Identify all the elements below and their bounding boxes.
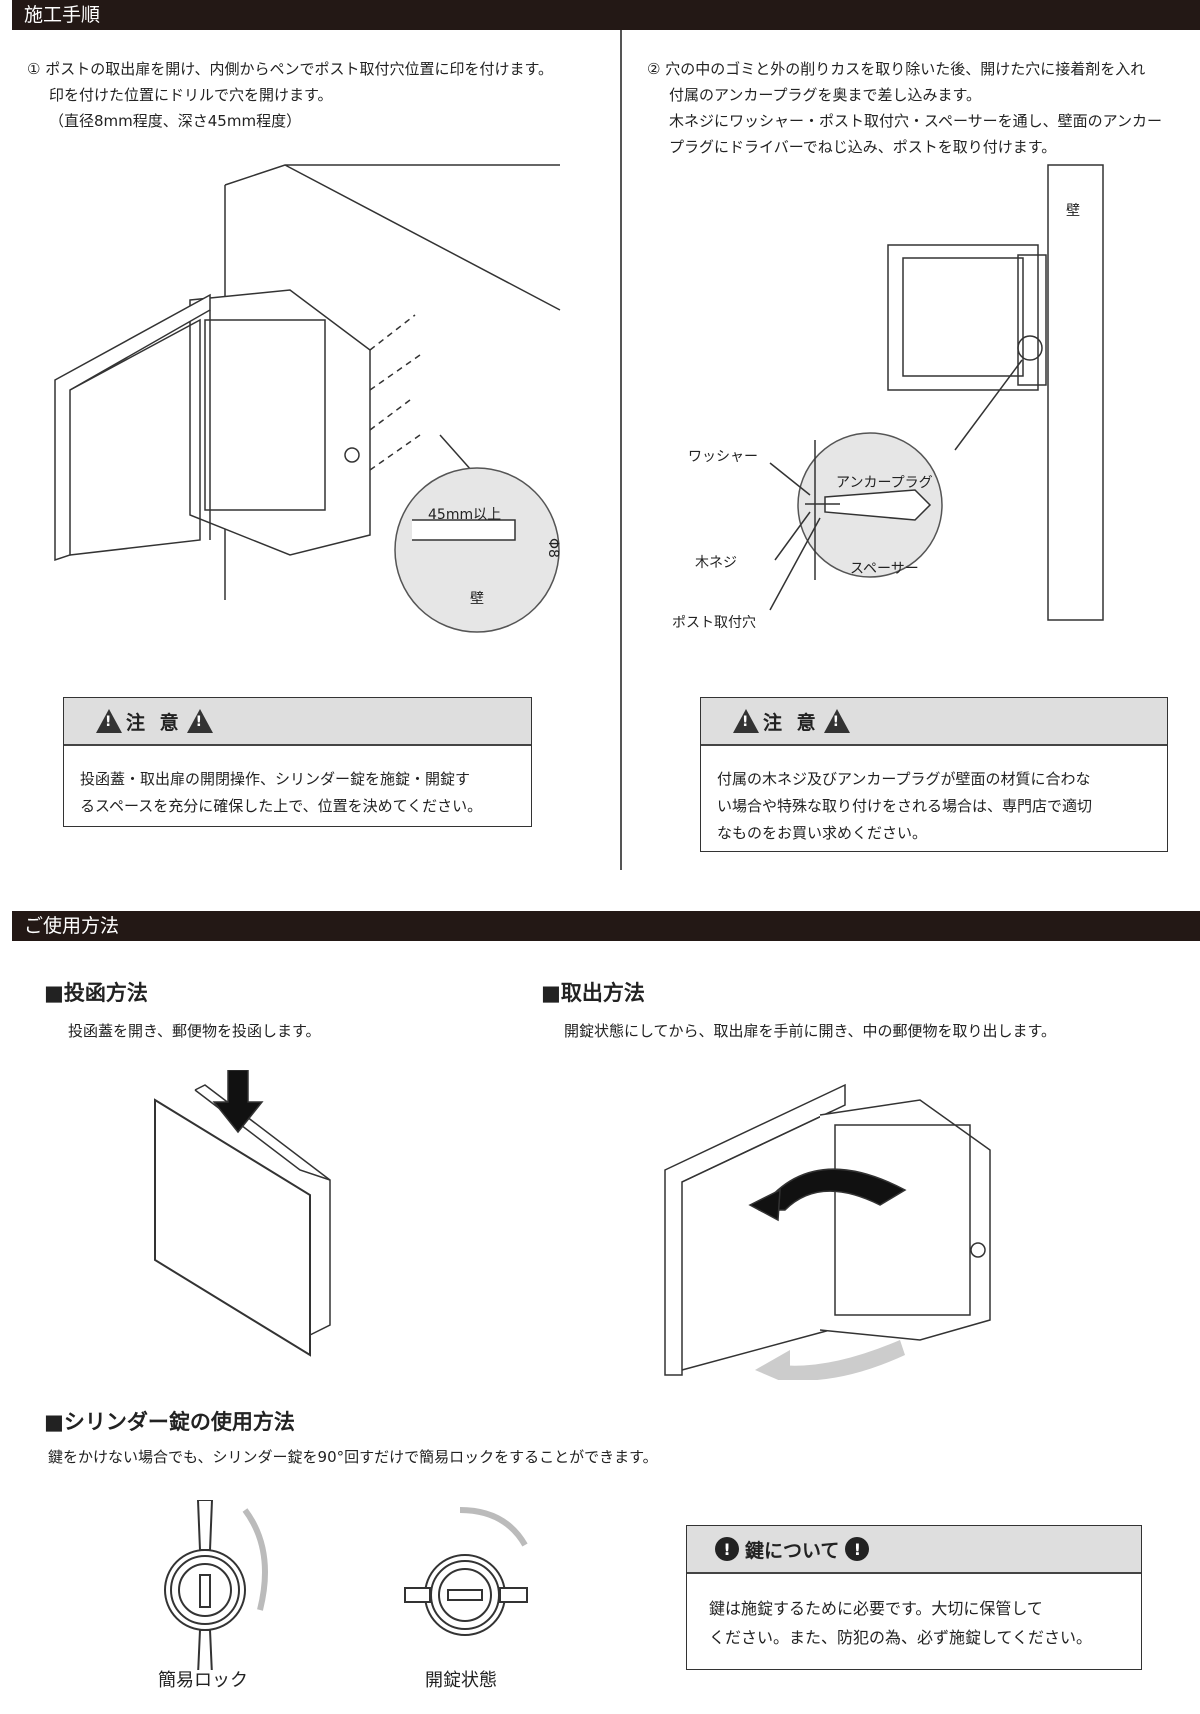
caution-line: るスペースを充分に確保した上で、位置を決めてください。 <box>80 797 483 815</box>
caution-header: 注 意 <box>64 698 531 746</box>
cylinder-title: ■シリンダー錠の使用方法 <box>44 1410 295 1434</box>
exclamation-icon: ! <box>845 1537 870 1561</box>
wall-label: 壁 <box>470 591 484 607</box>
key-info-header: !鍵について! <box>687 1526 1141 1574</box>
cylinder-desc: 鍵をかけない場合でも、シリンダー錠を90°回すだけで簡易ロックをすることができま… <box>48 1448 658 1466</box>
warning-icon <box>733 709 759 733</box>
step2-instructions: ② 穴の中のゴミと外の削りカスを取り除いた後、開けた穴に接着剤を入れ 付属のアン… <box>647 56 1162 160</box>
step2-line: ② 穴の中のゴミと外の削りカスを取り除いた後、開けた穴に接着剤を入れ <box>647 60 1146 78</box>
retrieve-desc: 開錠状態にしてから、取出扉を手前に開き、中の郵便物を取り出します。 <box>564 1022 1057 1040</box>
exclamation-icon: ! <box>715 1537 739 1561</box>
key-info-line: ください。また、防犯の為、必ず施錠してください。 <box>709 1628 1093 1647</box>
warning-icon <box>186 709 213 733</box>
caution-box-left: 注 意 投函蓋・取出扉の開閉操作、シリンダー錠を施錠・開錠するスペースを充分に確… <box>63 697 532 827</box>
posting-title: ■投函方法 <box>44 981 148 1005</box>
depth-label: 45mm以上 <box>428 507 502 523</box>
spacer-label: スペーサー <box>850 561 919 577</box>
step1-line: ① ポストの取出扉を開け、内側からペンでポスト取付穴位置に印を付けます。 <box>27 60 553 78</box>
retrieve-title: ■取出方法 <box>541 981 645 1005</box>
wall-label-2: 壁 <box>1066 203 1080 219</box>
caution-box-right: 注 意 付属の木ネジ及びアンカープラグが壁面の材質に合わない場合や特殊な取り付け… <box>700 697 1168 852</box>
warning-icon <box>823 709 850 733</box>
section-header-usage: ご使用方法 <box>12 911 1200 941</box>
retrieve-illustration <box>664 1083 991 1380</box>
step2-line: 付属のアンカープラグを奥まで差し込みます。 <box>669 86 982 104</box>
simple-lock-icon <box>164 1500 268 1670</box>
caution-line: 投函蓋・取出扉の開閉操作、シリンダー錠を施錠・開錠す <box>80 770 471 788</box>
warning-icon <box>96 709 122 733</box>
key-info-line: 鍵は施錠するために必要です。大切に保管して <box>709 1599 1043 1618</box>
simple-lock-label: 簡易ロック <box>158 1670 248 1691</box>
section-header-construction: 施工手順 <box>12 0 1200 30</box>
column-divider <box>620 30 622 870</box>
wood-screw-label: 木ネジ <box>695 555 737 571</box>
caution-title: 注 意 <box>126 711 183 734</box>
step1-line: （直径8mm程度、深さ45mm程度） <box>49 112 302 130</box>
step1-instructions: ① ポストの取出扉を開け、内側からペンでポスト取付穴位置に印を付けます。 印を付… <box>27 56 553 134</box>
key-info-box: !鍵について! 鍵は施錠するために必要です。大切に保管してください。また、防犯の… <box>686 1525 1142 1670</box>
caution-body: 付属の木ネジ及びアンカープラグが壁面の材質に合わない場合や特殊な取り付けをされる… <box>701 746 1167 867</box>
caution-title: 注 意 <box>763 711 820 734</box>
step2-line: 木ネジにワッシャー・ポスト取付穴・スペーサーを通し、壁面のアンカー <box>669 112 1163 130</box>
posting-illustration <box>154 1070 331 1357</box>
caution-body: 投函蓋・取出扉の開閉操作、シリンダー錠を施錠・開錠するスペースを充分に確保した上… <box>64 746 531 840</box>
caution-line: なものをお買い求めください。 <box>717 824 928 842</box>
caution-header: 注 意 <box>701 698 1167 746</box>
unlocked-label: 開錠状態 <box>425 1670 497 1691</box>
unlocked-lock-icon <box>404 1507 528 1636</box>
step2-anchor-illustration <box>769 164 1104 621</box>
anchor-plug-label: アンカープラグ <box>836 475 933 491</box>
mount-hole-label: ポスト取付穴 <box>672 615 756 631</box>
caution-line: 付属の木ネジ及びアンカープラグが壁面の材質に合わな <box>717 770 1091 788</box>
diameter-label: Φ8 <box>544 538 561 558</box>
caution-line: い場合や特殊な取り付けをされる場合は、専門店で適切 <box>717 797 1093 815</box>
step1-mailbox-illustration <box>54 164 561 633</box>
posting-desc: 投函蓋を開き、郵便物を投函します。 <box>68 1022 321 1040</box>
washer-label: ワッシャー <box>688 449 758 465</box>
step2-line: プラグにドライバーでねじ込み、ポストを取り付けます。 <box>669 138 1057 156</box>
step1-line: 印を付けた位置にドリルで穴を開けます。 <box>49 86 333 104</box>
key-info-title: 鍵について <box>745 1539 840 1562</box>
key-info-body: 鍵は施錠するために必要です。大切に保管してください。また、防犯の為、必ず施錠して… <box>687 1574 1141 1672</box>
